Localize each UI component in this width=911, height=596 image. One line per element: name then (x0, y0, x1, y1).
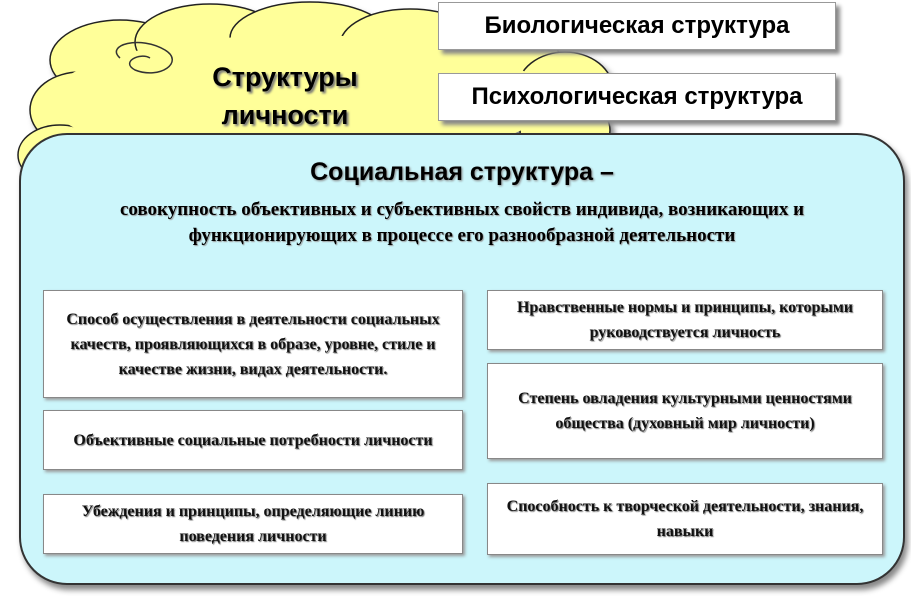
psychological-structure-box: Психологическая структура (438, 73, 836, 121)
social-item-beliefs: Убеждения и принципы, определяющие линию… (43, 494, 463, 554)
social-item-moral-norms: Нравственные нормы и принципы, которыми … (487, 290, 883, 350)
social-structure-definition: совокупность объективных и субъективных … (119, 199, 805, 246)
biological-structure-box: Биологическая структура (438, 2, 836, 50)
social-structure-title: Социальная структура – (310, 158, 614, 186)
social-item-needs: Объективные социальные потребности лично… (43, 410, 463, 470)
social-item-creative-ability: Способность к творческой деятельности, з… (487, 483, 883, 555)
cloud-title-line2: личности (221, 100, 349, 130)
social-item-activity-method: Способ осуществления в деятельности соци… (43, 290, 463, 398)
cloud-title: Структуры личности (170, 58, 400, 134)
social-item-cultural-values: Степень овладения культурными ценностями… (487, 363, 883, 459)
cloud-title-line1: Структуры (212, 62, 358, 92)
